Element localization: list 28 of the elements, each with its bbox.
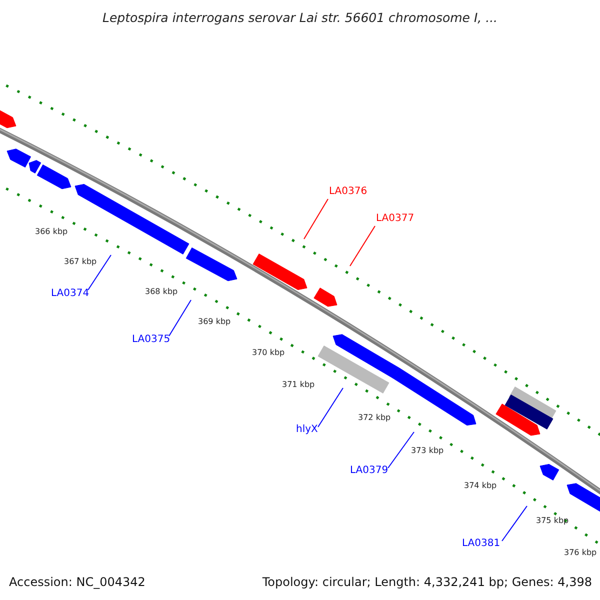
gene-label: LA0375 — [132, 335, 170, 345]
scale-label: 372 kbp — [358, 414, 391, 422]
gene-label: LA0379 — [350, 466, 388, 476]
scale-label: 369 kbp — [198, 318, 231, 326]
leader-line — [304, 198, 328, 240]
scale-label: 375 kbp — [536, 517, 569, 525]
leader-line — [318, 388, 344, 428]
scale-label: 373 kbp — [411, 447, 444, 455]
leader-line — [88, 254, 112, 290]
leader-line — [502, 506, 528, 542]
scale-label: 374 kbp — [464, 482, 497, 490]
scale-label: 367 kbp — [64, 258, 97, 266]
scale-label: 370 kbp — [252, 349, 285, 357]
leader-line — [388, 432, 414, 468]
accession-text: Accession: NC_004342 — [9, 576, 146, 588]
leader-line — [350, 226, 376, 266]
scale-label: 366 kbp — [35, 228, 68, 236]
scale-label: 371 kbp — [282, 381, 315, 389]
gene-label: LA0376 — [329, 187, 368, 197]
gene-label: LA0381 — [462, 539, 500, 549]
scale-label: 376 kbp — [564, 549, 597, 557]
gene-label: LA0374 — [51, 289, 90, 299]
gene-label: hlyX — [296, 425, 318, 435]
genome-summary: Topology: circular; Length: 4,332,241 bp; Genes: 4,398 — [262, 576, 592, 588]
leader-line — [168, 300, 192, 336]
title: Leptospira interrogans serovar Lai str. 56601 chromosome I, ... — [101, 12, 499, 24]
scale-label: 368 kbp — [145, 288, 178, 296]
gene-label: LA0377 — [376, 214, 414, 224]
